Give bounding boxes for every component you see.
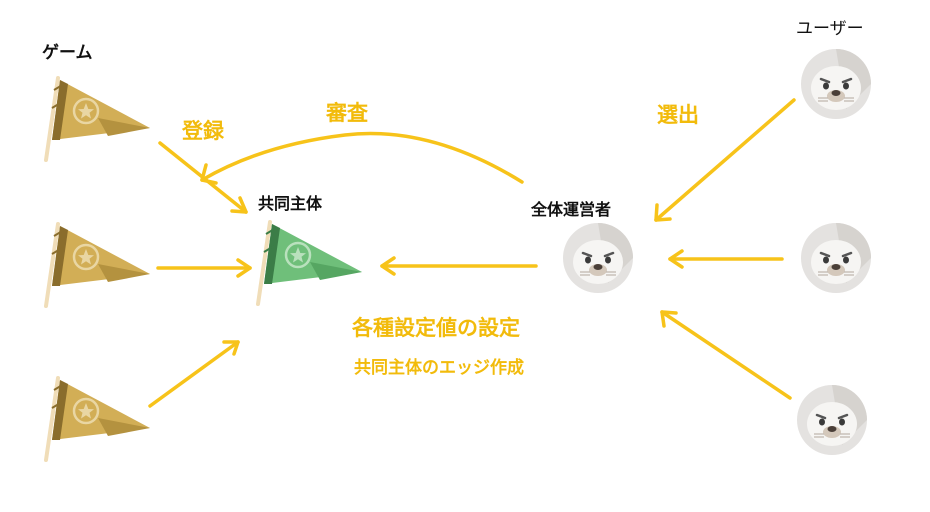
arrowhead (668, 249, 684, 269)
operator-seal-avatar-icon (561, 221, 635, 295)
arrowhead (230, 196, 248, 214)
user-seal-avatar-icon (795, 383, 869, 457)
arrowhead (236, 258, 252, 278)
register-arrow (148, 340, 240, 408)
games-label: ゲーム (42, 43, 93, 63)
operator-label: 全体運営者 (531, 200, 612, 219)
elect-arrow (660, 310, 792, 400)
joint-entity-flag-icon (256, 220, 364, 306)
register-label: 登録 (182, 119, 224, 143)
arrowhead (654, 203, 672, 222)
review-arrow (200, 131, 524, 184)
arrowhead (660, 310, 678, 328)
config-sub-label: 共同主体のエッジ作成 (354, 358, 524, 378)
arrowhead (380, 256, 396, 276)
user-seal-avatar-icon (799, 221, 873, 295)
arrowhead (200, 163, 218, 185)
game-flag-icon (44, 222, 152, 308)
joint-entity-label: 共同主体 (258, 194, 323, 213)
user-seal-avatar-icon (799, 47, 873, 121)
arrowhead (222, 340, 240, 356)
game-flag-icon (44, 376, 152, 462)
users-label: ユーザー (796, 19, 864, 39)
elect-label: 選出 (657, 103, 699, 127)
review-label: 審査 (326, 101, 368, 125)
config-title-label: 各種設定値の設定 (352, 316, 520, 340)
elect-arrow (654, 98, 796, 222)
game-flag-icon (44, 76, 152, 162)
